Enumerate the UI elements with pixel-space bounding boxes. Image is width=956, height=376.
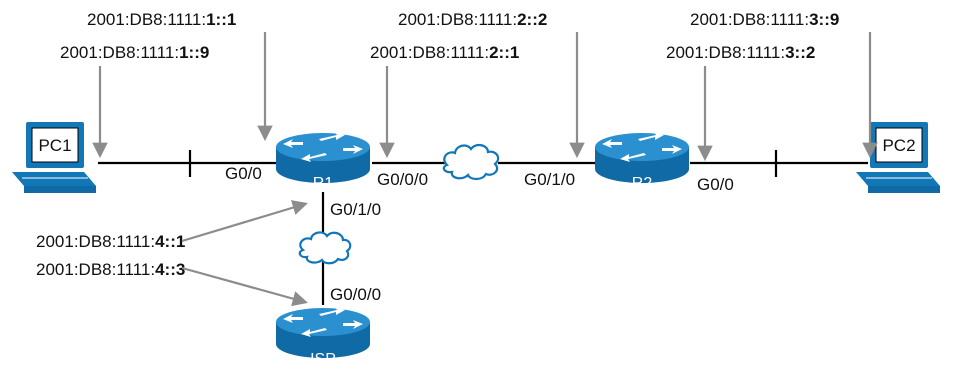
arrow-isp: [181, 266, 308, 307]
interface-r2-g010: G0/1/0: [524, 170, 575, 189]
interface-r1-g010: G0/1/0: [330, 200, 381, 219]
pc2-label: PC2: [882, 136, 915, 155]
address-r1-wan: 2001:DB8:1111:2::1: [370, 43, 519, 62]
interface-r1-g000: G0/0/0: [377, 170, 428, 189]
router-r2[interactable]: R2: [595, 132, 689, 192]
router-isp[interactable]: ISP: [276, 307, 370, 368]
pc1-label: PC1: [38, 136, 71, 155]
address-r1-lan: 2001:DB8:1111:1::1: [87, 10, 236, 29]
arrow-r1-isp: [181, 200, 308, 243]
address-pc2: 2001:DB8:1111:3::9: [690, 10, 839, 29]
router-r2-label: R2: [632, 175, 653, 192]
interface-r1-g00: G0/0: [225, 164, 262, 183]
pc2[interactable]: PC2: [855, 121, 941, 194]
router-r1-label: R1: [313, 175, 334, 192]
address-isp: 2001:DB8:1111:4::3: [36, 260, 185, 279]
wan-cloud-icon: [442, 143, 500, 181]
pc-icon: [11, 121, 97, 194]
isp-cloud-icon: [298, 231, 352, 265]
pc-icon: [855, 121, 941, 194]
interface-r2-g00: G0/0: [697, 175, 734, 194]
address-r2-lan: 2001:DB8:1111:3::2: [666, 43, 815, 62]
address-r2-wan: 2001:DB8:1111:2::2: [398, 10, 547, 29]
interface-isp-g000: G0/0/0: [330, 285, 381, 304]
router-r1[interactable]: R1: [276, 132, 370, 192]
router-isp-label: ISP: [310, 351, 336, 368]
address-r1-isp: 2001:DB8:1111:4::1: [36, 232, 185, 251]
pc1[interactable]: PC1: [11, 121, 97, 194]
address-pc1: 2001:DB8:1111:1::9: [60, 43, 209, 62]
